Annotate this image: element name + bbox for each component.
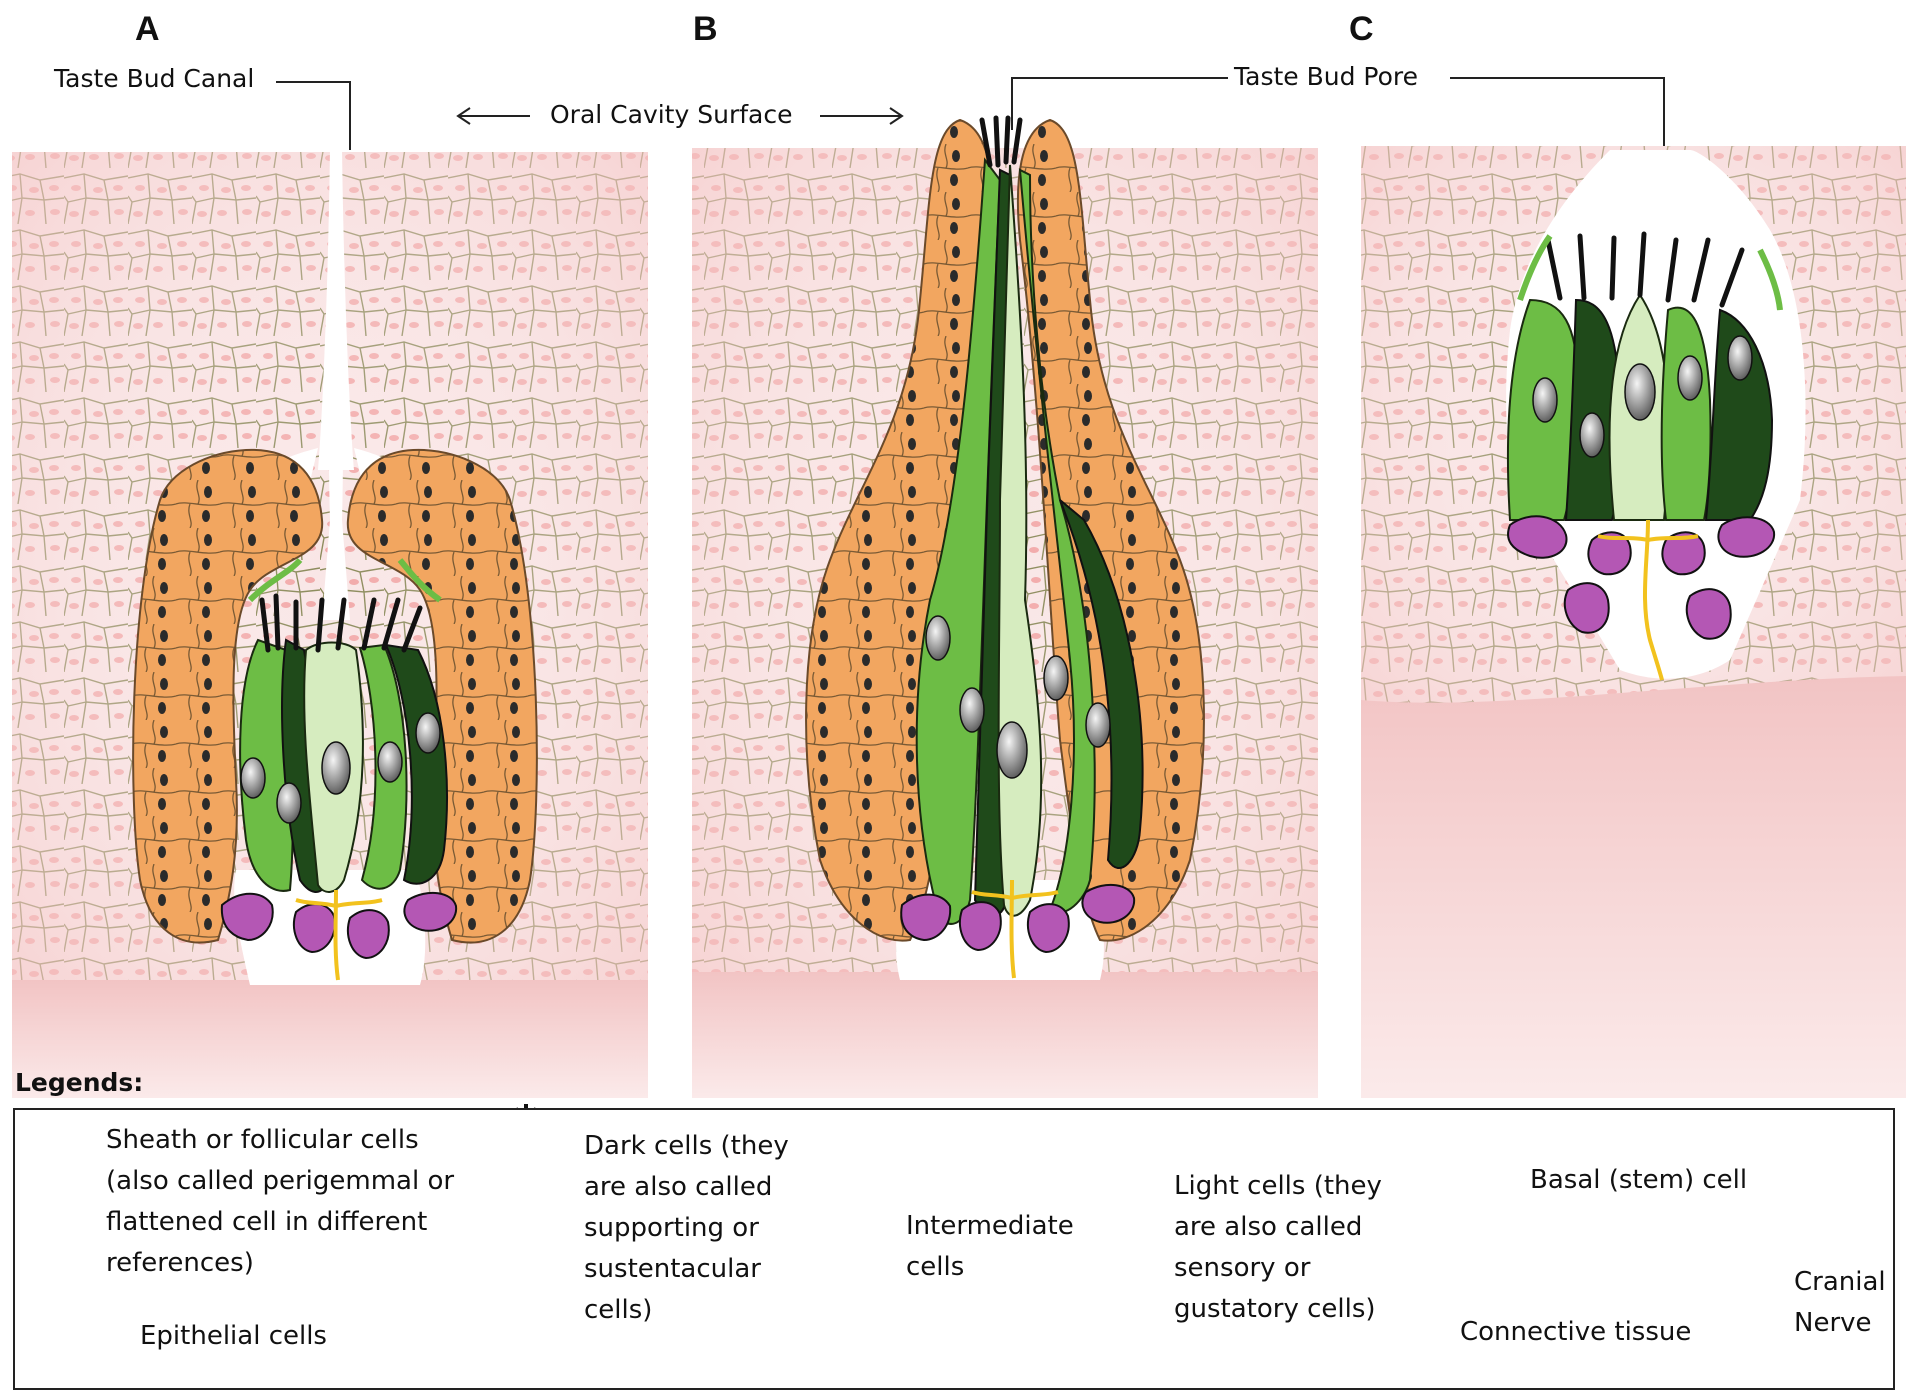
callout-lines <box>276 77 1665 150</box>
panel-label-c: C <box>1349 10 1374 48</box>
legend-nerve-text: Cranial Nerve <box>1794 1267 1886 1338</box>
panel-c-illustration <box>1361 146 1906 1098</box>
panel-label-b: B <box>693 10 718 48</box>
legend-title: Legends: <box>15 1068 144 1097</box>
callout-taste-bud-canal: Taste Bud Canal <box>48 64 261 93</box>
panel-a-connective-tissue <box>12 980 648 1098</box>
legend-basal-text: Basal (stem) cell <box>1530 1165 1748 1195</box>
legend-epithelial-text: Epithelial cells <box>140 1321 327 1351</box>
legend-dark-text: Dark cells (they are also called support… <box>584 1131 789 1325</box>
callout-oral-cavity-surface: Oral Cavity Surface <box>544 100 799 129</box>
legend-connective-text: Connective tissue <box>1460 1317 1692 1347</box>
legend-box <box>13 1108 1895 1390</box>
panel-b-sheath-right <box>1016 118 1205 942</box>
panel-label-a: A <box>135 10 160 48</box>
callout-taste-bud-pore: Taste Bud Pore <box>1228 62 1425 91</box>
panel-c-connective-tissue <box>1361 676 1906 1098</box>
legend-sheath-text: Sheath or follicular cells (also called … <box>106 1125 455 1278</box>
legend-intermediate-text: Intermediate cells <box>906 1211 1074 1282</box>
panel-b-connective-tissue <box>692 972 1318 1098</box>
panel-a-sheath-left <box>132 448 324 944</box>
panel-a-illustration <box>12 148 648 1098</box>
panel-b-illustration <box>692 115 1318 1098</box>
legend-light-text: Light cells (they are also called sensor… <box>1174 1171 1382 1324</box>
